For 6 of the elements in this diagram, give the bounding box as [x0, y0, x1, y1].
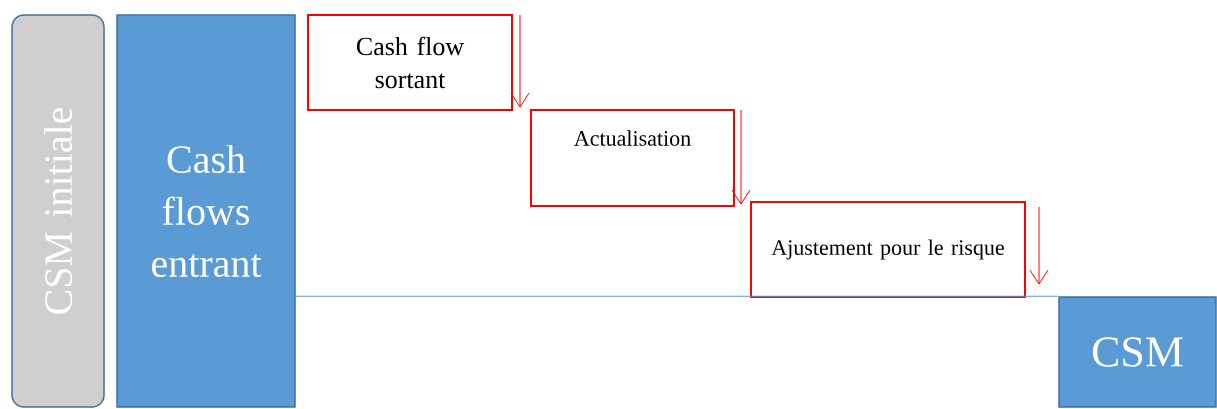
step-box: Cash flow sortant	[307, 14, 513, 111]
step-box: Ajustement pour le risque	[750, 201, 1026, 298]
value-bar: Cash flows entrant	[116, 14, 296, 408]
value-bar: CSM	[1058, 296, 1217, 408]
baseline	[295, 295, 1059, 297]
step-box: Actualisation	[530, 109, 735, 207]
